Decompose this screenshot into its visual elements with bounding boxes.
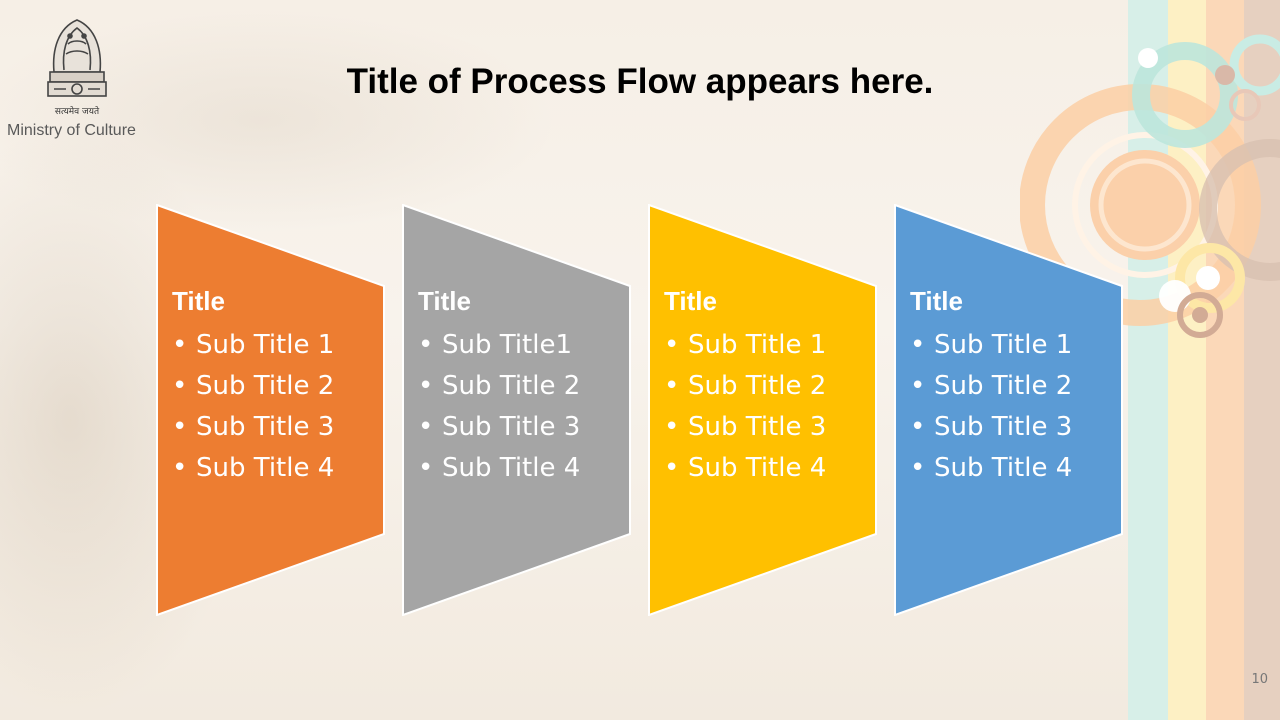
step-item: •Sub Title 2 <box>172 371 335 401</box>
process-step-2: Title •Sub Title1 •Sub Title 2 •Sub Titl… <box>402 204 632 616</box>
national-emblem-logo: सत्यमेव जयते <box>47 19 107 117</box>
step-title: Title <box>910 286 963 316</box>
step-item: •Sub Title 1 <box>172 330 335 360</box>
step-item: •Sub Title 3 <box>910 412 1073 442</box>
process-step-4: Title •Sub Title 1 •Sub Title 2 •Sub Tit… <box>894 204 1124 616</box>
step-item: •Sub Title1 <box>418 330 573 360</box>
step-item: •Sub Title 3 <box>418 412 581 442</box>
step-item: •Sub Title 1 <box>664 330 827 360</box>
step-item: •Sub Title 2 <box>418 371 581 401</box>
ministry-name: Ministry of Culture <box>7 122 136 139</box>
step-item: •Sub Title 4 <box>172 453 335 483</box>
step-title: Title <box>664 286 717 316</box>
step-item: •Sub Title 4 <box>664 453 827 483</box>
process-step-3: Title •Sub Title 1 •Sub Title 2 •Sub Tit… <box>648 204 878 616</box>
step-item: •Sub Title 1 <box>910 330 1073 360</box>
slide-title: Title of Process Flow appears here. <box>346 62 934 101</box>
step-item: •Sub Title 4 <box>418 453 581 483</box>
step-title: Title <box>172 286 225 316</box>
step-item: •Sub Title 4 <box>910 453 1073 483</box>
slide-number: 10 <box>1251 672 1268 687</box>
motto-text: सत्यमेव जयते <box>55 105 100 117</box>
process-step-1: Title •Sub Title 1 •Sub Title 2 •Sub Tit… <box>156 204 386 616</box>
step-item: •Sub Title 2 <box>664 371 827 401</box>
step-item: •Sub Title 3 <box>172 412 335 442</box>
decorative-circles <box>1020 34 1280 338</box>
step-item: •Sub Title 2 <box>910 371 1073 401</box>
step-item: •Sub Title 3 <box>664 412 827 442</box>
step-title: Title <box>418 286 471 316</box>
